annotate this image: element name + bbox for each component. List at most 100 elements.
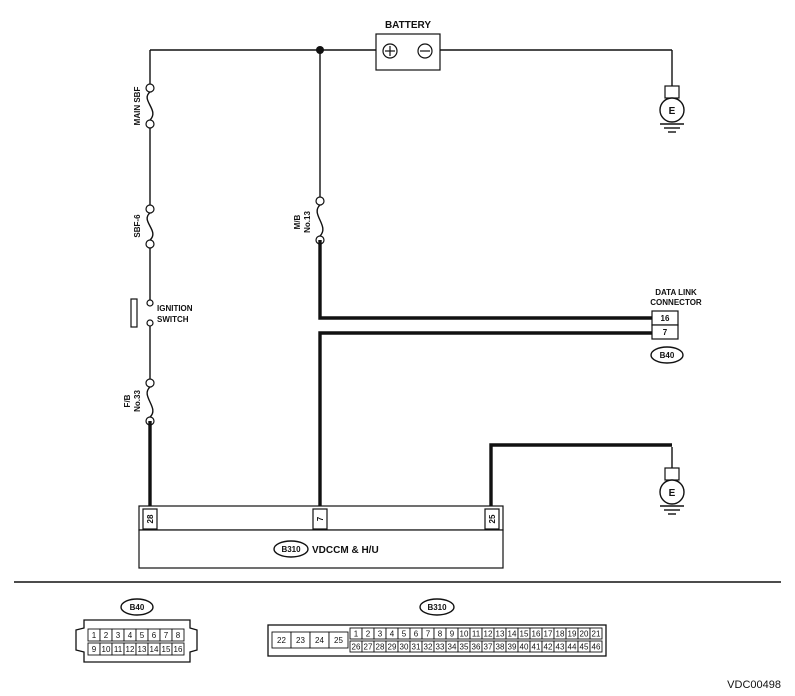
b310-pin: 1 [354,630,359,639]
b310-pin: 21 [592,630,601,639]
b40-pin: 15 [162,645,171,654]
b310-pin: 38 [496,643,505,652]
b310-pin: 26 [352,643,361,652]
b40-pin: 6 [152,631,157,640]
b310-pin-cell [589,627,603,640]
b310-pin: 7 [426,630,431,639]
b310-pin: 39 [508,643,517,652]
junction-dot [316,46,324,54]
b40-pin: 16 [174,645,183,654]
sbf6-label: SBF-6 [133,214,142,238]
b40-pin: 1 [92,631,97,640]
b40-pin: 11 [114,645,123,654]
b310-pin: 41 [532,643,541,652]
battery: BATTERY [375,20,441,71]
b310-pin: 16 [532,630,541,639]
b40-pin: 4 [128,631,133,640]
b310-pin: 34 [448,643,457,652]
b310-pin-cell [328,631,349,649]
dlc-code-badge [650,346,684,364]
thin-wires [149,49,673,468]
dlc-pin-7: 7 [663,328,668,337]
vdccm-module: 28 7 25 B310 VDCCM & H/U [138,505,504,569]
fb33-fuse: F/B No.33 [123,378,155,426]
vdccm-pin-7-cell [312,508,328,530]
mb13-label-line2: No.13 [303,211,312,233]
mb13-label-line1: M/B [293,214,302,229]
data-link-connector: DATA LINK CONNECTOR 16 7 B40 [650,288,702,364]
vdccm-name: VDCCM & H/U [312,545,379,556]
b310-pin: 9 [450,630,455,639]
vdccm-body [138,529,504,569]
b40-pin: 13 [138,645,147,654]
b310-pin: 35 [460,643,469,652]
battery-label: BATTERY [385,20,431,31]
b310-pin: 37 [484,643,493,652]
b310-pin: 18 [556,630,565,639]
fb33-label-line2: No.33 [133,390,142,412]
b310-pin: 24 [315,636,324,645]
b310-pin: 10 [460,630,469,639]
b40-code-badge [120,598,154,616]
dlc-code: B40 [660,351,675,360]
b310-pin: 8 [438,630,443,639]
b40-pin: 7 [164,631,169,640]
vdccm-pin-7: 7 [316,516,325,521]
ground-label-top: E [669,106,676,117]
b310-pin: 13 [496,630,505,639]
b40-pin: 2 [104,631,109,640]
dlc-pin-16: 16 [661,314,670,323]
main-sbf-label: MAIN SBF [133,87,142,126]
b310-code-badge [419,598,455,616]
b40-pin: 8 [176,631,181,640]
b310-pin: 11 [472,630,481,639]
ignition-switch-label-line1: IGNITION [157,304,193,313]
vdccm-code: B310 [281,545,301,554]
b310-pin: 19 [568,630,577,639]
data-link-connector-label-line1: DATA LINK [655,288,697,297]
b310-pin: 33 [436,643,445,652]
b40-pin: 10 [102,645,111,654]
b40-code: B40 [130,603,145,612]
vdccm-code-badge [273,540,309,558]
ignition-switch: IGNITION SWITCH [130,298,193,328]
vdccm-pin-28: 28 [146,514,155,523]
dlc-pin-7-cell [651,324,679,340]
ground-symbol-top: E [659,85,685,133]
b310-pin: 6 [414,630,419,639]
b310-pin: 27 [364,643,373,652]
data-link-connector-label-line2: CONNECTOR [650,298,702,307]
b310-pin: 25 [334,636,343,645]
vdccm-pin-25: 25 [488,514,497,523]
b310-pin: 44 [568,643,577,652]
b310-pin: 31 [412,643,421,652]
b310-pin: 23 [296,636,305,645]
b40-pin: 12 [126,645,135,654]
ground-label-bottom: E [669,488,676,499]
vdccm-pin-28-cell [142,508,158,530]
b310-pin: 15 [520,630,529,639]
b310-pin: 14 [508,630,517,639]
b310-pin: 32 [424,643,433,652]
b40-pin: 3 [116,631,121,640]
sbf6-fuse: SBF-6 [133,204,155,249]
b310-pin: 46 [592,643,601,652]
vdccm-pin-25-cell [484,508,500,530]
b310-pin: 22 [277,636,286,645]
b40-pin-cell [171,628,185,642]
b310-pin: 12 [484,630,493,639]
b310-pin: 20 [580,630,589,639]
b40-pin: 5 [140,631,145,640]
b310-pin: 40 [520,643,529,652]
b310-pin: 28 [376,643,385,652]
b310-pin: 5 [402,630,407,639]
b40-pin-cell [171,642,185,656]
b310-pin: 43 [556,643,565,652]
thick-wires [148,240,672,508]
b310-pin: 17 [544,630,553,639]
